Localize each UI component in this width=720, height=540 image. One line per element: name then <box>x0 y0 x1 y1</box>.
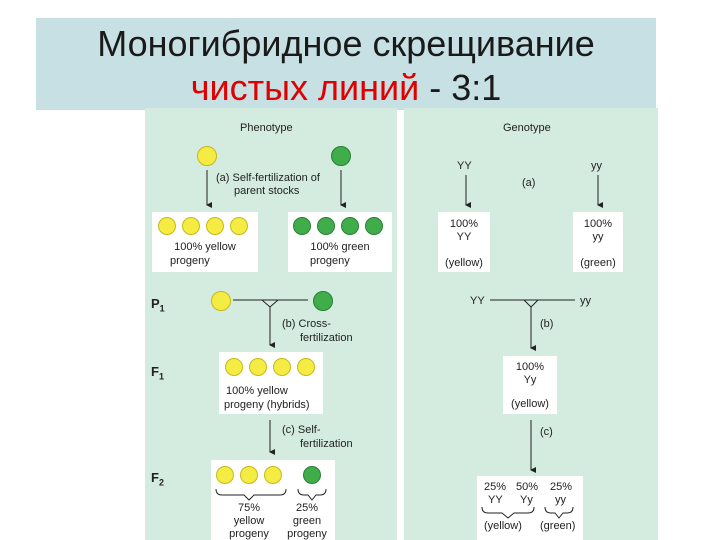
cross-fertilization-label-b: (b) Cross- <box>282 318 331 330</box>
green-progeny-pct: 100% green <box>310 241 370 253</box>
parent-yy-recessive: yy <box>591 160 602 172</box>
f2-yellow-pea <box>216 466 234 484</box>
f2-genotype-yy-dominant: YY <box>488 494 503 506</box>
box2-genotype: yy <box>592 231 604 243</box>
fertilization-label-c: fertilization <box>300 438 353 450</box>
recessive-genotype-box <box>573 212 623 272</box>
green-parent-pea <box>331 146 351 166</box>
yy-genotype-box <box>438 212 490 272</box>
f2-yellow-label: (yellow) <box>484 520 522 532</box>
f1-genotype: Yy <box>523 374 537 386</box>
f1-subscript: 1 <box>158 371 164 382</box>
box2-pct: 100% <box>583 218 613 230</box>
yellow-pea <box>158 217 176 235</box>
f2-yellow-pct: 75% <box>237 502 261 514</box>
f2-letter: F <box>151 470 159 485</box>
genotype-header: Genotype <box>503 122 551 134</box>
f2-green-progeny: progeny <box>287 528 327 540</box>
f1-genotype-color: (yellow) <box>511 398 549 410</box>
p1-green-pea <box>313 291 333 311</box>
f1-yellow-pea <box>225 358 243 376</box>
yellow-progeny-pct: 100% yellow <box>174 241 236 253</box>
yellow-pea <box>230 217 248 235</box>
f2-green-word: green <box>292 515 322 527</box>
f2-green-label: (green) <box>540 520 576 532</box>
f2-yellow-progeny: progeny <box>229 528 269 540</box>
f1-hybrids-label: progeny (hybrids) <box>224 399 310 411</box>
generation-f2-label: F2 <box>151 470 164 488</box>
parent-yy-dominant: YY <box>457 160 472 172</box>
slide-title-line2: чистых линий - 3:1 <box>36 66 656 110</box>
f2-green-pea <box>303 466 321 484</box>
box1-genotype: YY <box>456 231 472 243</box>
self-fertilization-label-a: (a) Self-fertilization of <box>216 172 320 184</box>
title-ratio: - 3:1 <box>419 67 502 108</box>
f2-yellow-pea <box>240 466 258 484</box>
p1-yellow-pea <box>211 291 231 311</box>
green-progeny-word: progeny <box>310 255 350 267</box>
box1-pct: 100% <box>449 218 479 230</box>
fertilization-label-b: fertilization <box>300 332 353 344</box>
genotype-label-a: (a) <box>522 177 536 189</box>
f2-genotype-yy-recessive: yy <box>555 494 566 506</box>
p-letter: P <box>151 296 160 311</box>
cross-left-genotype: YY <box>470 295 485 307</box>
f1-genotype-box <box>503 356 557 414</box>
yellow-parent-pea <box>197 146 217 166</box>
green-pea <box>365 217 383 235</box>
green-pea <box>317 217 335 235</box>
f2-genotype-heterozygous: Yy <box>520 494 533 506</box>
f2-yellow-word: yellow <box>233 515 265 527</box>
title-banner <box>36 18 656 110</box>
f1-yellow-pct: 100% yellow <box>226 385 288 397</box>
box1-color: (yellow) <box>445 257 483 269</box>
title-highlight: чистых линий <box>190 67 420 108</box>
yellow-pea <box>182 217 200 235</box>
p-subscript: 1 <box>159 303 165 314</box>
f1-yellow-pea <box>273 358 291 376</box>
f2-green-pct: 25% <box>295 502 319 514</box>
f2-subscript: 2 <box>158 477 164 488</box>
parent-stocks-label: parent stocks <box>234 185 300 197</box>
f1-yellow-pea <box>249 358 267 376</box>
genotype-label-b: (b) <box>540 318 554 330</box>
f2-pct-heterozygous: 50% <box>516 481 539 493</box>
f2-yellow-pea <box>264 466 282 484</box>
generation-p1-label: P1 <box>151 296 165 314</box>
yellow-progeny-word: progeny <box>170 255 210 267</box>
green-pea <box>293 217 311 235</box>
generation-f1-label: F1 <box>151 364 164 382</box>
phenotype-header: Phenotype <box>240 122 293 134</box>
box2-color: (green) <box>580 257 616 269</box>
genotype-label-c: (c) <box>540 426 553 438</box>
green-pea <box>341 217 359 235</box>
slide-title-line1: Моногибридное скрещивание <box>97 23 595 64</box>
f1-genotype-pct: 100% <box>515 361 545 373</box>
yellow-pea <box>206 217 224 235</box>
f2-pct-yy-dominant: 25% <box>484 481 507 493</box>
self-fertilization-label-c: (c) Self- <box>282 424 321 436</box>
f1-yellow-pea <box>297 358 315 376</box>
f1-letter: F <box>151 364 159 379</box>
cross-right-genotype: yy <box>580 295 591 307</box>
f2-pct-yy-recessive: 25% <box>550 481 573 493</box>
